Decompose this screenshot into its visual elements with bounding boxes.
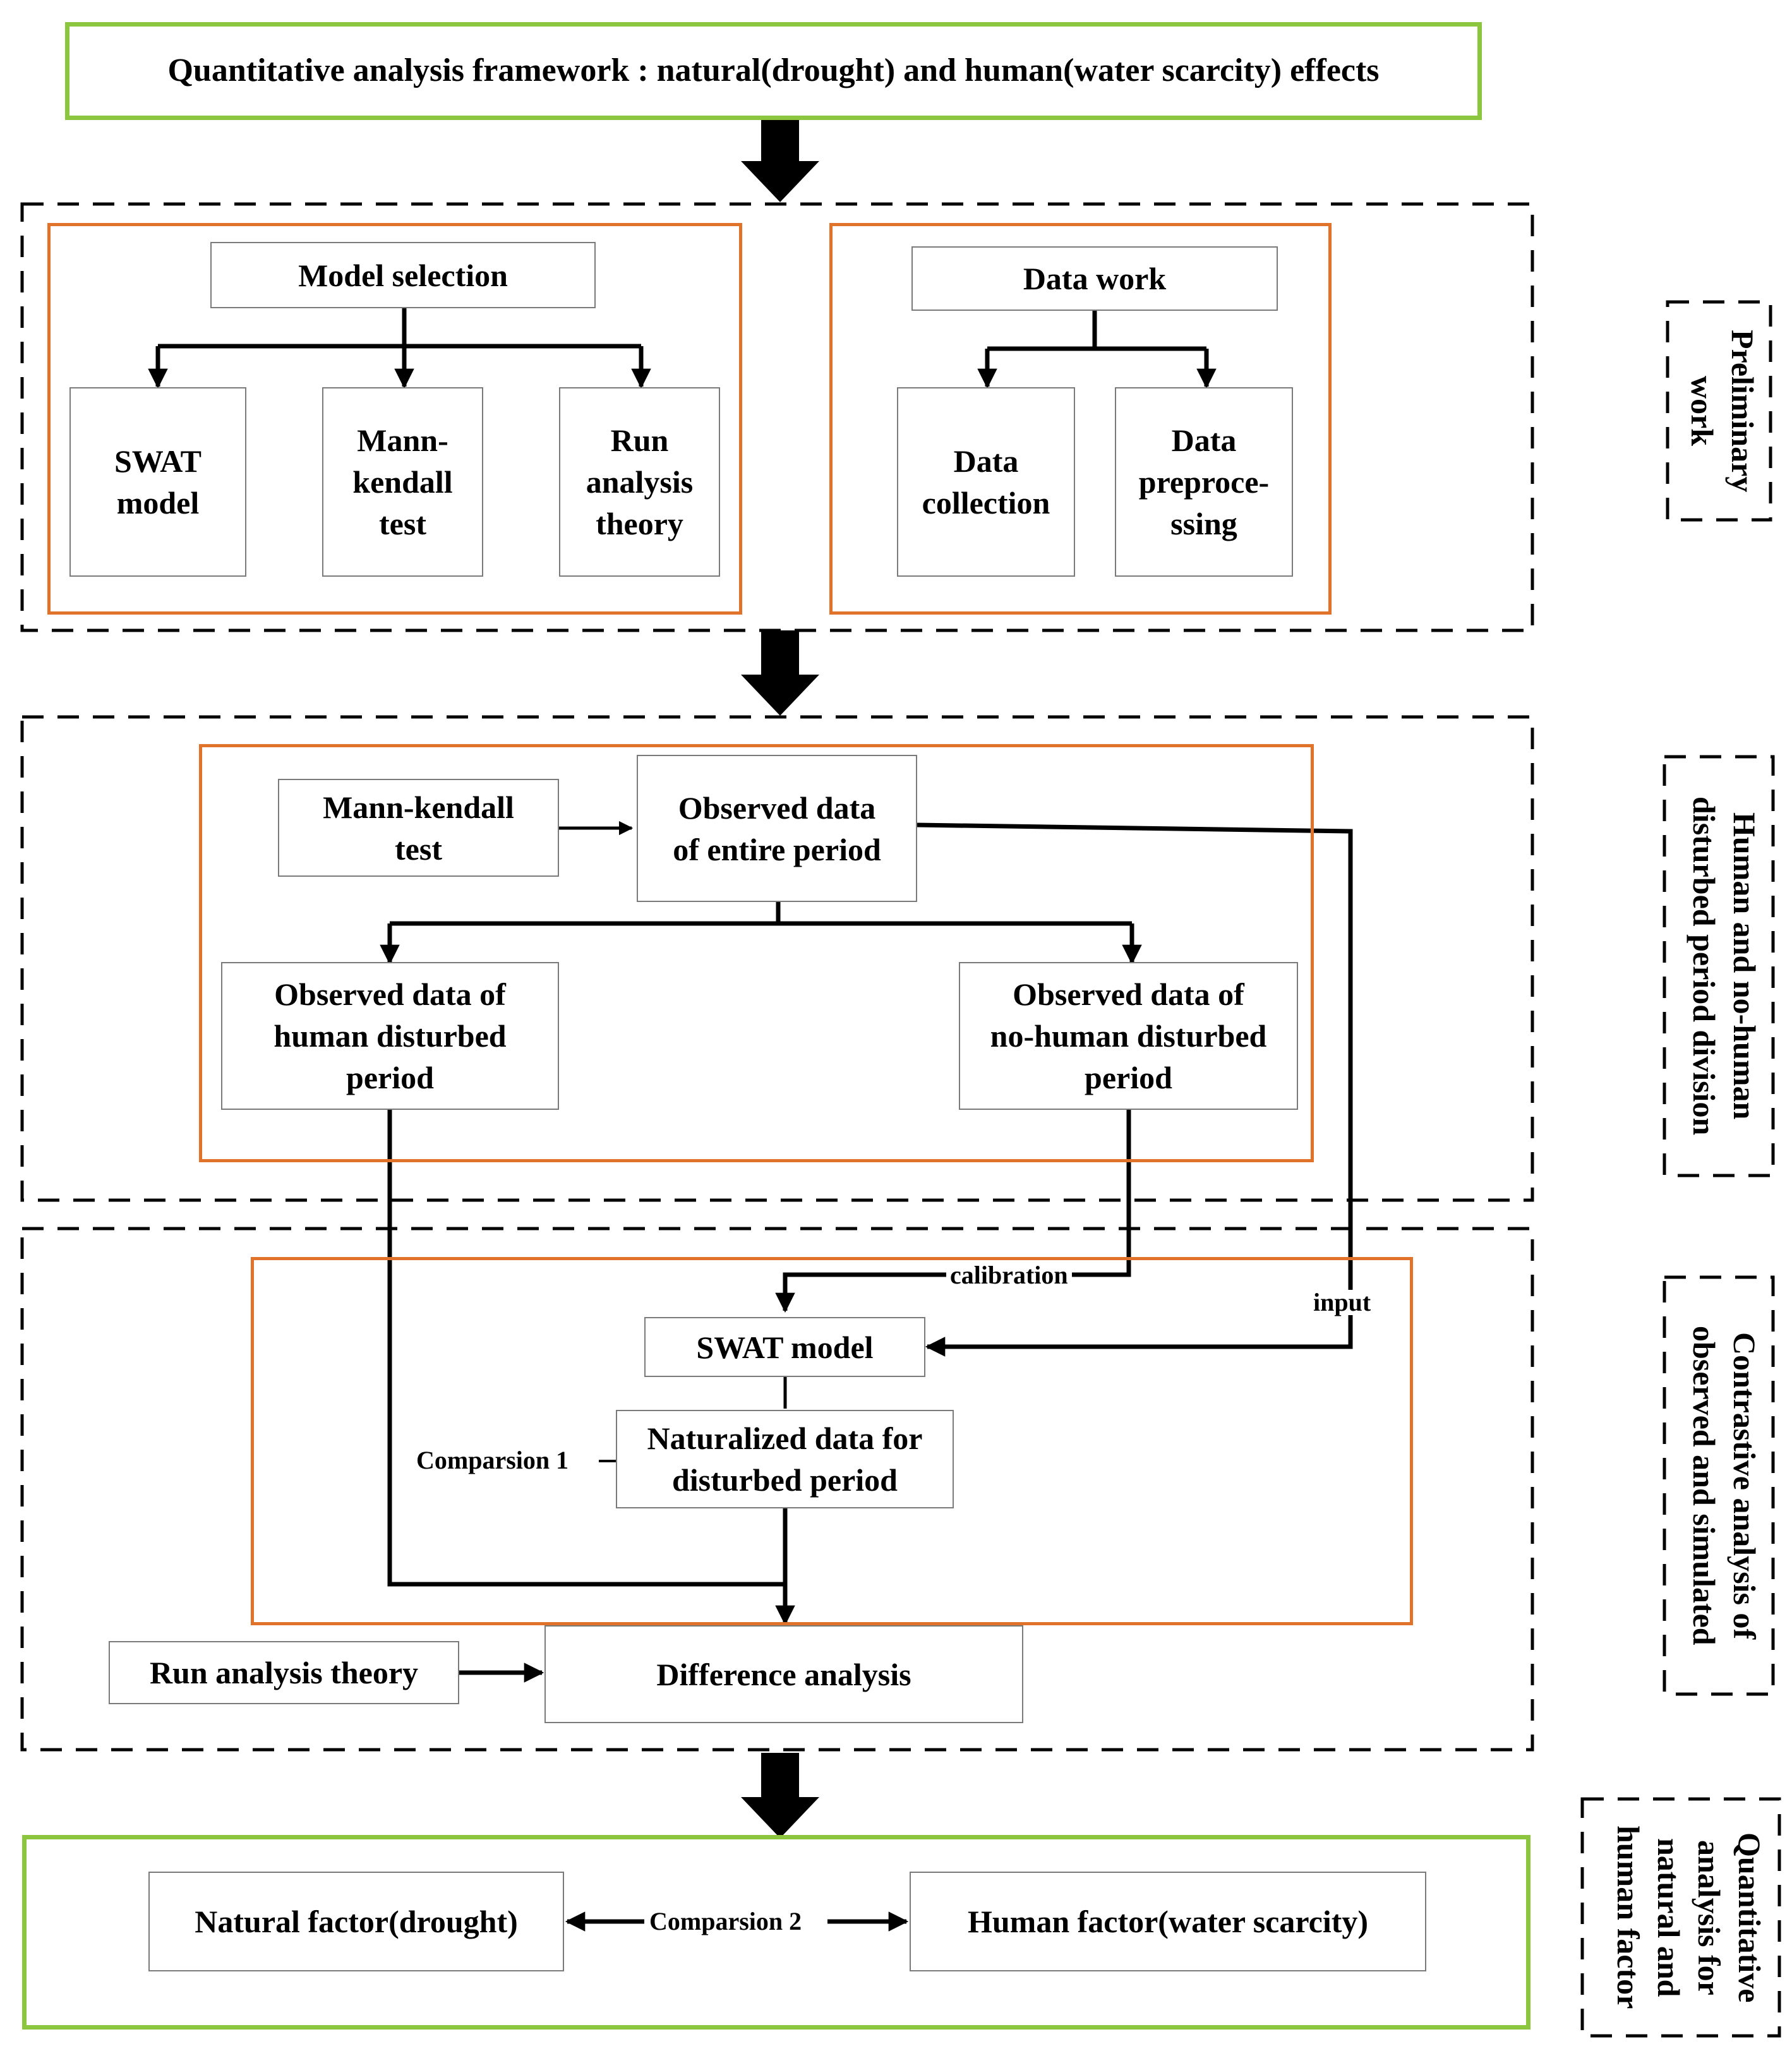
input-label: input	[1309, 1290, 1375, 1315]
natural-factor-box: Natural factor(drought)	[148, 1872, 564, 1971]
section-frame-contrastive	[20, 1227, 1534, 1752]
data-preprocessing-box: Data preproce- ssing	[1115, 387, 1293, 577]
calibration-label: calibration	[946, 1263, 1072, 1288]
result-frame	[22, 1835, 1530, 2030]
side-frame-division	[1663, 755, 1775, 1177]
data-work-frame	[829, 223, 1332, 615]
section-frame-division	[20, 715, 1534, 1202]
mk-test-box: Mann-kendall test	[278, 779, 559, 877]
data-work-tree	[977, 311, 1217, 389]
side-label-contrastive: Contrastive analysis of observed and sim…	[1687, 1326, 1762, 1645]
page-title: Quantitative analysis framework : natura…	[167, 52, 1380, 89]
big-arrow-2	[741, 630, 819, 716]
model-selection-header: Model selection	[210, 242, 596, 308]
side-label-preliminary: Preliminary work	[1685, 329, 1760, 493]
side-label-division: Human and no-human disturbed period divi…	[1687, 797, 1762, 1136]
big-arrow-3	[741, 1753, 819, 1838]
mann-kendall-box: Mann- kendall test	[322, 387, 483, 577]
swat-model-center-box: SWAT model	[644, 1317, 925, 1377]
human-factor-box: Human factor(water scarcity)	[910, 1872, 1426, 1971]
naturalized-data-box: Naturalized data for disturbed period	[616, 1410, 954, 1508]
comparison1-label: Comparsion 1	[412, 1448, 573, 1473]
model-selection-tree	[148, 308, 651, 389]
run-analysis-theory-box: Run analysis theory	[109, 1641, 459, 1704]
data-work-header: Data work	[911, 246, 1278, 311]
difference-analysis-box: Difference analysis	[544, 1625, 1023, 1723]
side-label-quantitative: Quantitative analysis for natural and hu…	[1611, 1825, 1767, 2009]
observed-nohuman-box: Observed data of no-human disturbed peri…	[959, 962, 1298, 1110]
comparison2-label: Comparsion 2	[646, 1909, 806, 1934]
model-selection-frame	[47, 223, 742, 615]
side-frame-quantitative	[1580, 1797, 1781, 2038]
run-analysis-box: Run analysis theory	[559, 387, 720, 577]
big-arrow-1	[741, 117, 819, 202]
observed-entire-box: Observed data of entire period	[637, 755, 917, 902]
contrastive-frame	[251, 1257, 1413, 1625]
side-frame-preliminary	[1666, 300, 1772, 522]
title-frame	[65, 22, 1482, 120]
division-frame	[199, 744, 1314, 1162]
side-frame-contrastive	[1663, 1275, 1775, 1696]
data-collection-box: Data collection	[897, 387, 1075, 577]
swat-model-box: SWAT model	[69, 387, 246, 577]
observed-human-box: Observed data of human disturbed period	[221, 962, 559, 1110]
